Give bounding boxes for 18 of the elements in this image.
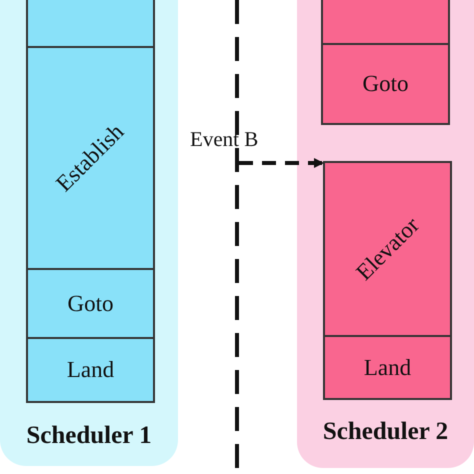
task-block	[321, 0, 450, 45]
task-block	[26, 337, 155, 403]
edge-label: Event B	[190, 127, 258, 152]
scheduler-panel	[0, 0, 178, 466]
task-block	[321, 43, 450, 125]
task-block	[26, 0, 155, 48]
task-block	[26, 46, 155, 270]
arrow	[239, 158, 324, 168]
task-label: Land	[364, 354, 412, 380]
task-label: Goto	[362, 71, 408, 97]
task-block	[26, 268, 155, 339]
task-label: Goto	[68, 290, 114, 316]
task-block	[323, 161, 452, 337]
task-label: Land	[66, 357, 114, 383]
panel-title: Scheduler 1	[25, 422, 153, 450]
scheduler-panel	[297, 0, 474, 468]
panel-title: Scheduler 2	[322, 418, 450, 446]
task-block	[323, 335, 452, 400]
